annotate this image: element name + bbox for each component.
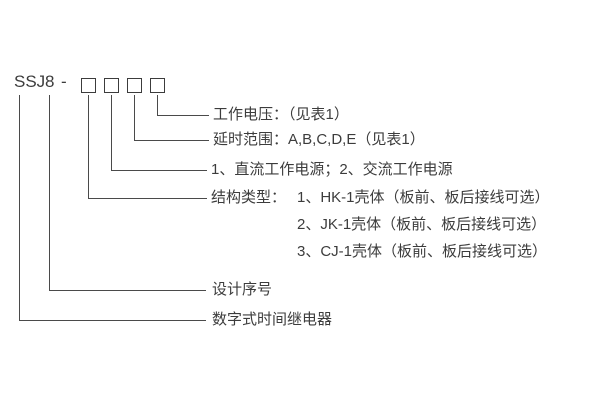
connector-line-working-voltage	[157, 95, 209, 116]
label-product-name: 数字式时间继电器	[212, 311, 333, 328]
model-series-number: 8	[45, 72, 55, 91]
label-structure-type-option-3: 3、CJ-1壳体（板前、板后接线可选）	[297, 243, 548, 260]
label-design-serial: 设计序号	[212, 281, 273, 298]
code-box-structure-type	[81, 78, 96, 93]
label-structure-type-title: 结构类型：	[211, 189, 287, 206]
connector-line-structure-type	[88, 95, 207, 199]
connector-line-delay-range	[134, 95, 209, 141]
label-delay-range: 延时范围：A,B,C,D,E（见表1）	[213, 131, 425, 148]
label-power-type: 1、直流工作电源；2、交流工作电源	[211, 161, 453, 178]
code-box-delay-range	[127, 78, 142, 93]
code-box-working-voltage	[150, 78, 165, 93]
label-structure-type-option-1: 1、HK-1壳体（板前、板后接线可选）	[297, 189, 550, 206]
connector-line-design-serial	[49, 95, 206, 291]
connector-line-product-name	[19, 95, 206, 321]
model-separator-dash: -	[61, 72, 67, 91]
label-working-voltage: 工作电压：（见表1）	[213, 106, 349, 123]
label-structure-type-option-2: 2、JK-1壳体（板前、板后接线可选）	[297, 216, 547, 233]
connector-line-power-type	[111, 95, 207, 171]
model-prefix: SSJ	[14, 72, 46, 91]
code-box-power-type	[104, 78, 119, 93]
